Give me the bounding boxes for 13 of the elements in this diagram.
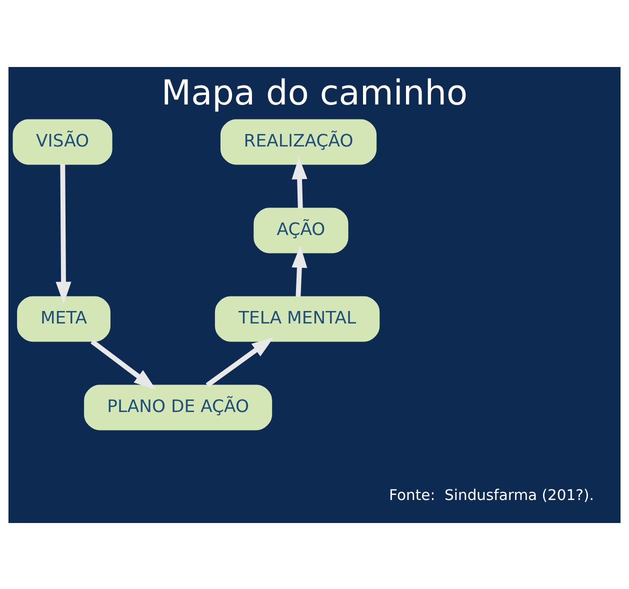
node-box: PLANO DE AÇÃO <box>84 384 272 430</box>
arrow <box>56 164 72 304</box>
arrow <box>292 245 308 296</box>
caption: Fonte: Sindusfarma (201?). <box>389 486 594 504</box>
node-box: TELA MENTAL <box>214 296 380 342</box>
arrow <box>292 156 308 208</box>
node-box: REALIZAÇÃO <box>220 118 377 164</box>
node-box: VISÃO <box>12 118 112 164</box>
arrow <box>90 339 156 390</box>
node-box: AÇÃO <box>254 207 348 253</box>
diagram-title: Mapa do caminho <box>161 72 468 113</box>
arrow <box>206 336 274 387</box>
node-box: META <box>17 296 110 342</box>
